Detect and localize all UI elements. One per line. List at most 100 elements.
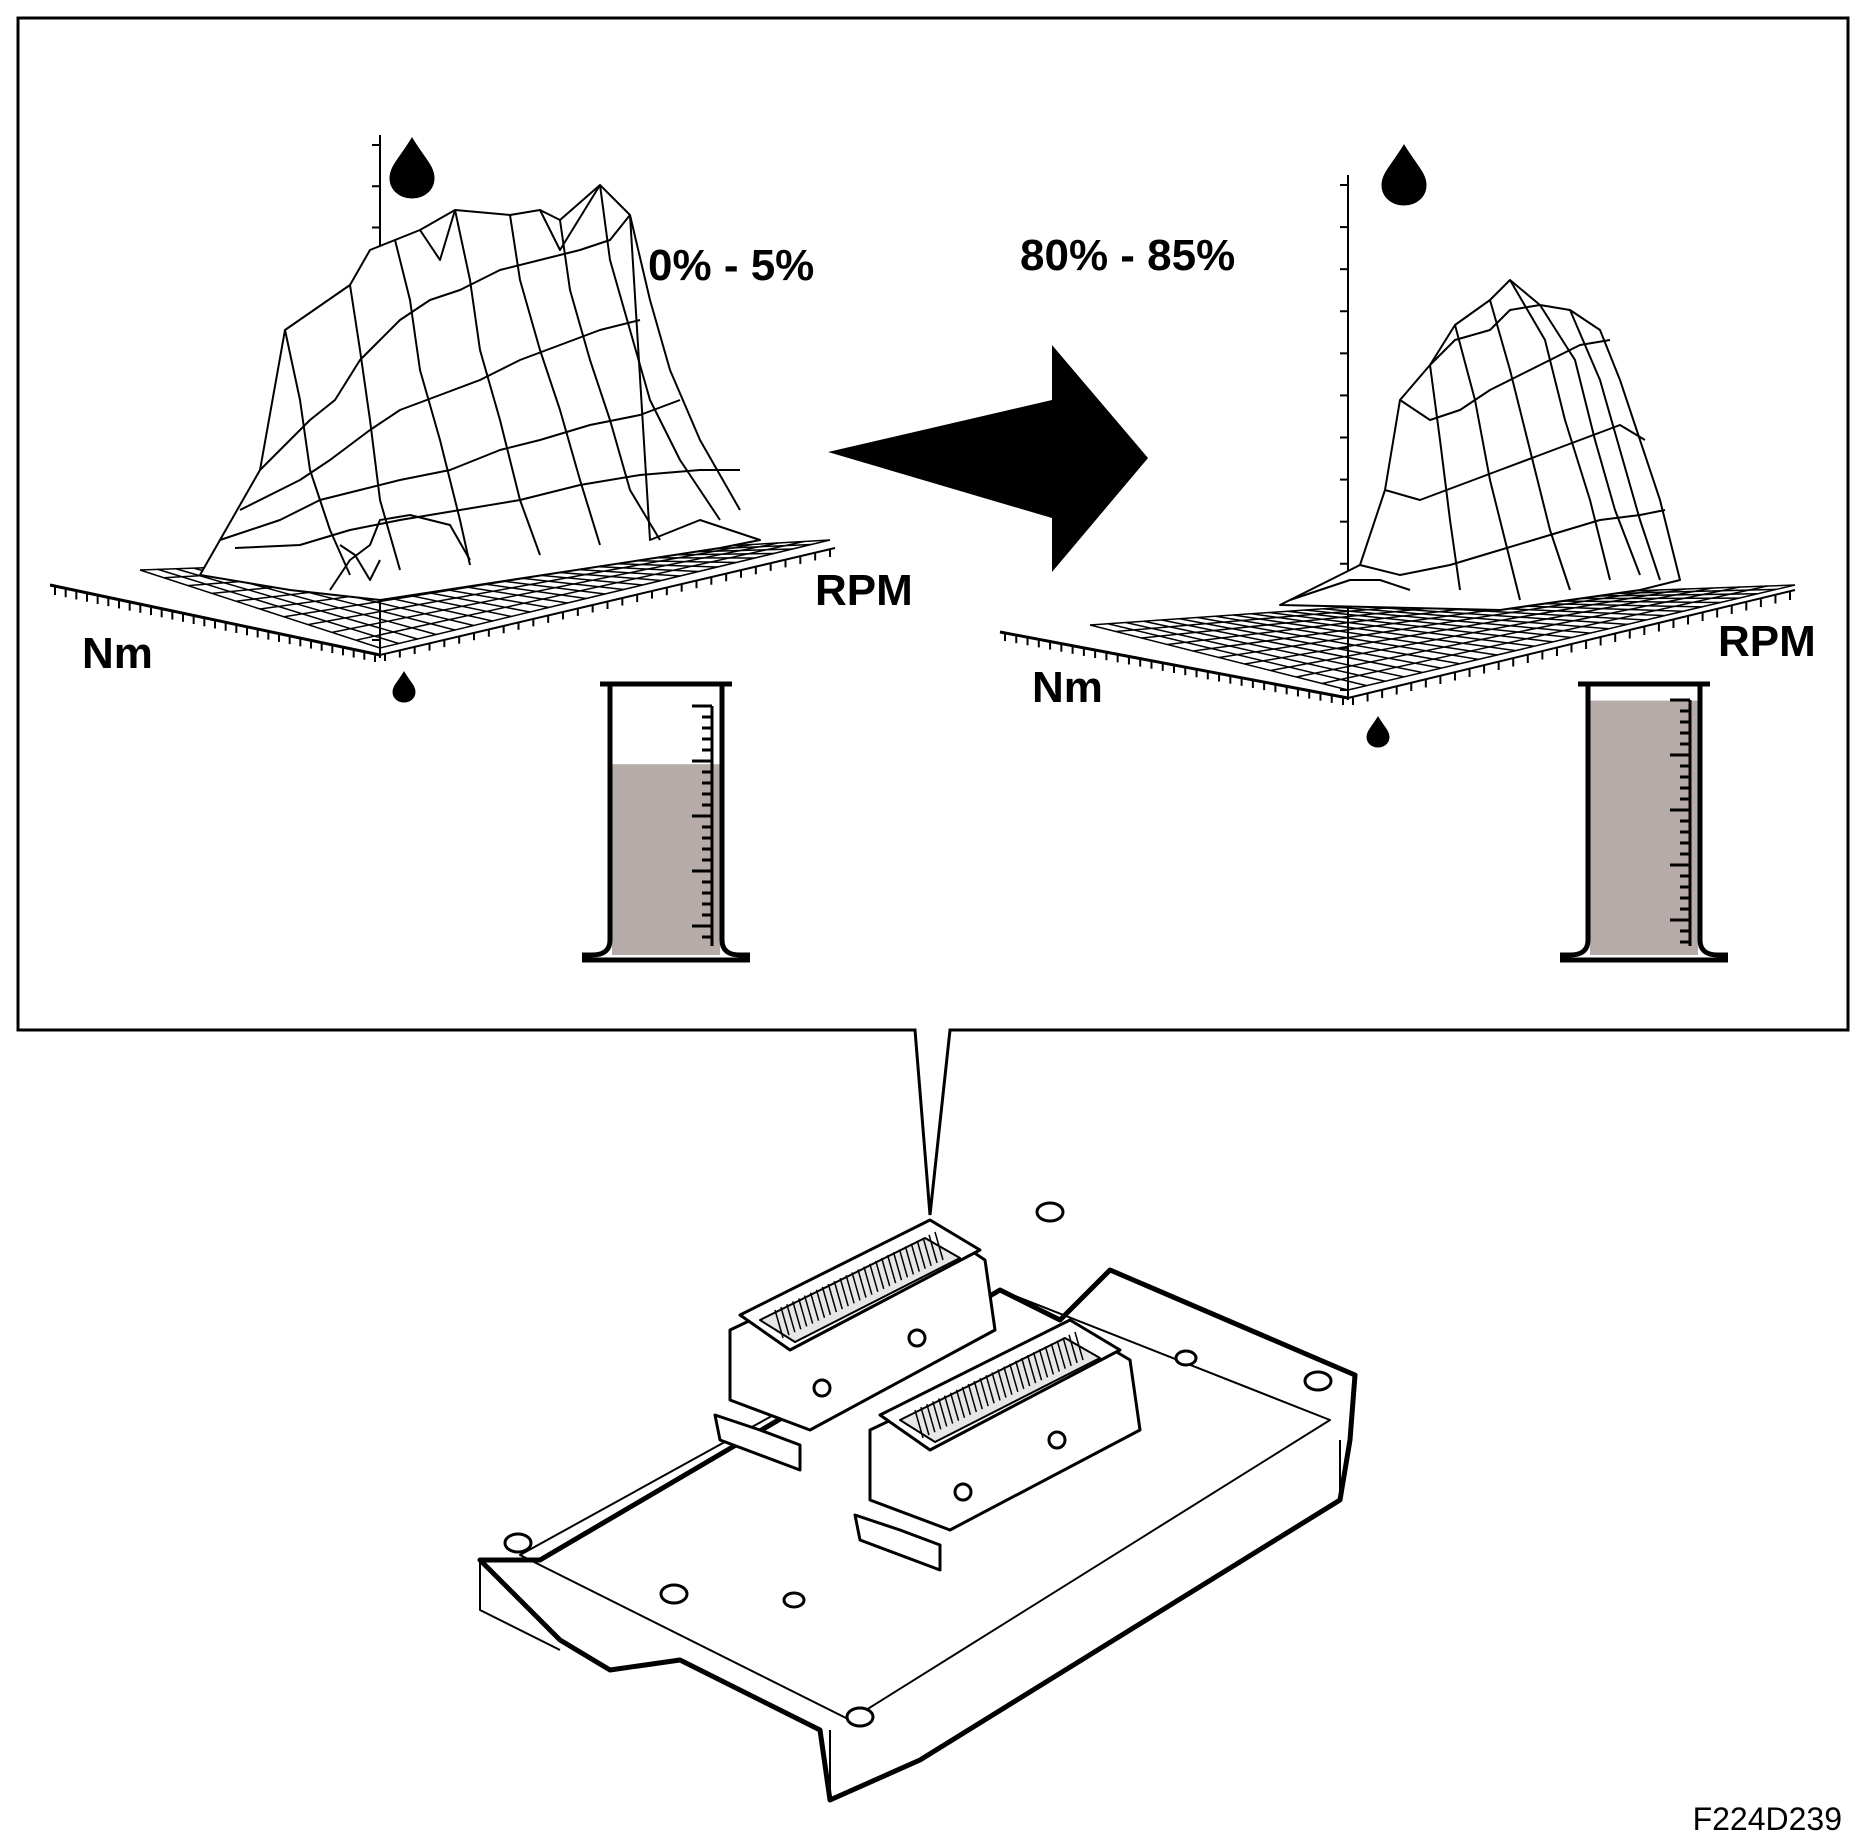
left-percent-label: 0% - 5% <box>648 241 814 290</box>
connector-pin <box>1068 1334 1078 1364</box>
connector-pin <box>845 1275 855 1304</box>
right-nm-label: Nm <box>1032 663 1103 712</box>
connector-pin <box>1038 1349 1049 1378</box>
connector-pin <box>786 1304 796 1333</box>
mount-hole <box>503 1532 533 1554</box>
oil-drop-icon <box>1381 144 1427 206</box>
floor-grid-line <box>1347 584 1796 691</box>
connector-pin <box>892 1252 903 1281</box>
figure-code: F224D239 <box>1693 1801 1842 1837</box>
right-floor-grid <box>1089 584 1796 691</box>
connector-pin <box>863 1266 873 1295</box>
connector-pin <box>851 1272 861 1301</box>
right-measuring-cylinder <box>1560 681 1728 963</box>
connector-pin <box>880 1257 891 1287</box>
floor-grid-line <box>1270 587 1713 672</box>
connector-pin <box>1032 1352 1043 1381</box>
connector-pin <box>1009 1363 1019 1392</box>
connector-pin <box>780 1306 790 1336</box>
connector-pin <box>792 1301 802 1330</box>
right-fuel-map <box>999 144 1796 748</box>
connector-pin <box>943 1395 954 1424</box>
connector-pin <box>920 1406 930 1436</box>
connector-pin <box>904 1246 915 1275</box>
mount-hole <box>1035 1201 1065 1223</box>
connector-pin <box>932 1401 942 1430</box>
connector-pin <box>809 1292 820 1321</box>
connector-pin <box>827 1283 838 1313</box>
left-cylinder-scale <box>692 704 714 946</box>
connector-pin <box>1050 1343 1061 1372</box>
connector-pin <box>815 1289 826 1318</box>
connector-pin <box>1044 1346 1055 1375</box>
connector-pin <box>857 1269 867 1298</box>
left-rpm-label: RPM <box>815 566 913 615</box>
connector-pin <box>1026 1354 1037 1384</box>
right-cylinder-scale <box>1670 698 1692 946</box>
connector-pin <box>961 1386 972 1416</box>
connector-pin <box>1015 1360 1025 1390</box>
floor-grid-line <box>307 543 753 626</box>
connector-pin <box>898 1249 909 1278</box>
left-measuring-cylinder <box>582 681 750 963</box>
connector-pin <box>797 1298 808 1327</box>
mount-hole <box>1303 1370 1333 1392</box>
connector-pin <box>774 1309 784 1339</box>
connector-pin <box>922 1237 932 1266</box>
ecu-connector-2 <box>853 1318 1142 1572</box>
connector-pin <box>1020 1357 1031 1387</box>
connector-pin <box>869 1263 879 1292</box>
connector-pin <box>886 1254 897 1284</box>
left-nm-label: Nm <box>82 629 153 678</box>
floor-grid-line <box>355 540 805 641</box>
connector-pin <box>928 1234 938 1264</box>
floor-grid-line <box>1218 589 1658 659</box>
oil-drop-icon <box>1366 716 1390 748</box>
floor-grid-line <box>1244 588 1686 665</box>
connector-pin <box>803 1295 814 1324</box>
ecu-connector-1 <box>713 1218 997 1472</box>
left-fuel-map <box>49 135 836 703</box>
connector-pin <box>934 1231 944 1261</box>
connector-pin <box>910 1243 921 1272</box>
right-rpm-axis <box>1347 589 1796 699</box>
right-rpm-label: RPM <box>1718 617 1816 666</box>
left-nm-axis <box>49 583 381 657</box>
oil-drop-icon <box>392 671 416 703</box>
connector-pin <box>985 1375 995 1404</box>
right-axis-ticks <box>1004 184 1791 705</box>
floor-grid-line <box>331 542 779 634</box>
connector-pin <box>1003 1366 1013 1395</box>
left-surface-mesh <box>199 184 761 601</box>
measuring-cylinder-icon <box>1560 681 1728 963</box>
oil-drop-icon <box>389 137 435 199</box>
connector-pin <box>991 1372 1001 1401</box>
connector-pin <box>1074 1331 1084 1361</box>
mount-hole <box>782 1591 806 1609</box>
connector-pin <box>955 1389 966 1418</box>
right-surface-mesh <box>1279 279 1681 611</box>
connector-pin <box>875 1260 885 1290</box>
connector-pin <box>839 1278 849 1307</box>
connector-pin <box>926 1404 936 1433</box>
connector-pin <box>949 1392 960 1421</box>
connector-pin <box>1062 1337 1072 1366</box>
measuring-cylinder-icon <box>582 681 750 963</box>
floor-grid-line <box>379 539 831 649</box>
mount-hole <box>845 1706 875 1728</box>
connector-pin <box>967 1383 978 1413</box>
connector-pin <box>937 1398 948 1427</box>
arrow-right-icon <box>828 345 1148 572</box>
mount-hole <box>659 1583 689 1605</box>
ecu-unit-icon <box>477 1201 1358 1803</box>
connector-pin <box>916 1240 926 1269</box>
connector-pin <box>1056 1340 1066 1369</box>
connector-pin <box>997 1369 1007 1398</box>
floor-grid-line <box>1296 586 1741 678</box>
floor-grid-line <box>1322 585 1768 685</box>
connector-pin <box>833 1280 843 1310</box>
mount-hole <box>1174 1349 1198 1367</box>
right-percent-label: 80% - 85% <box>1020 231 1235 280</box>
connector-pin <box>979 1378 989 1407</box>
